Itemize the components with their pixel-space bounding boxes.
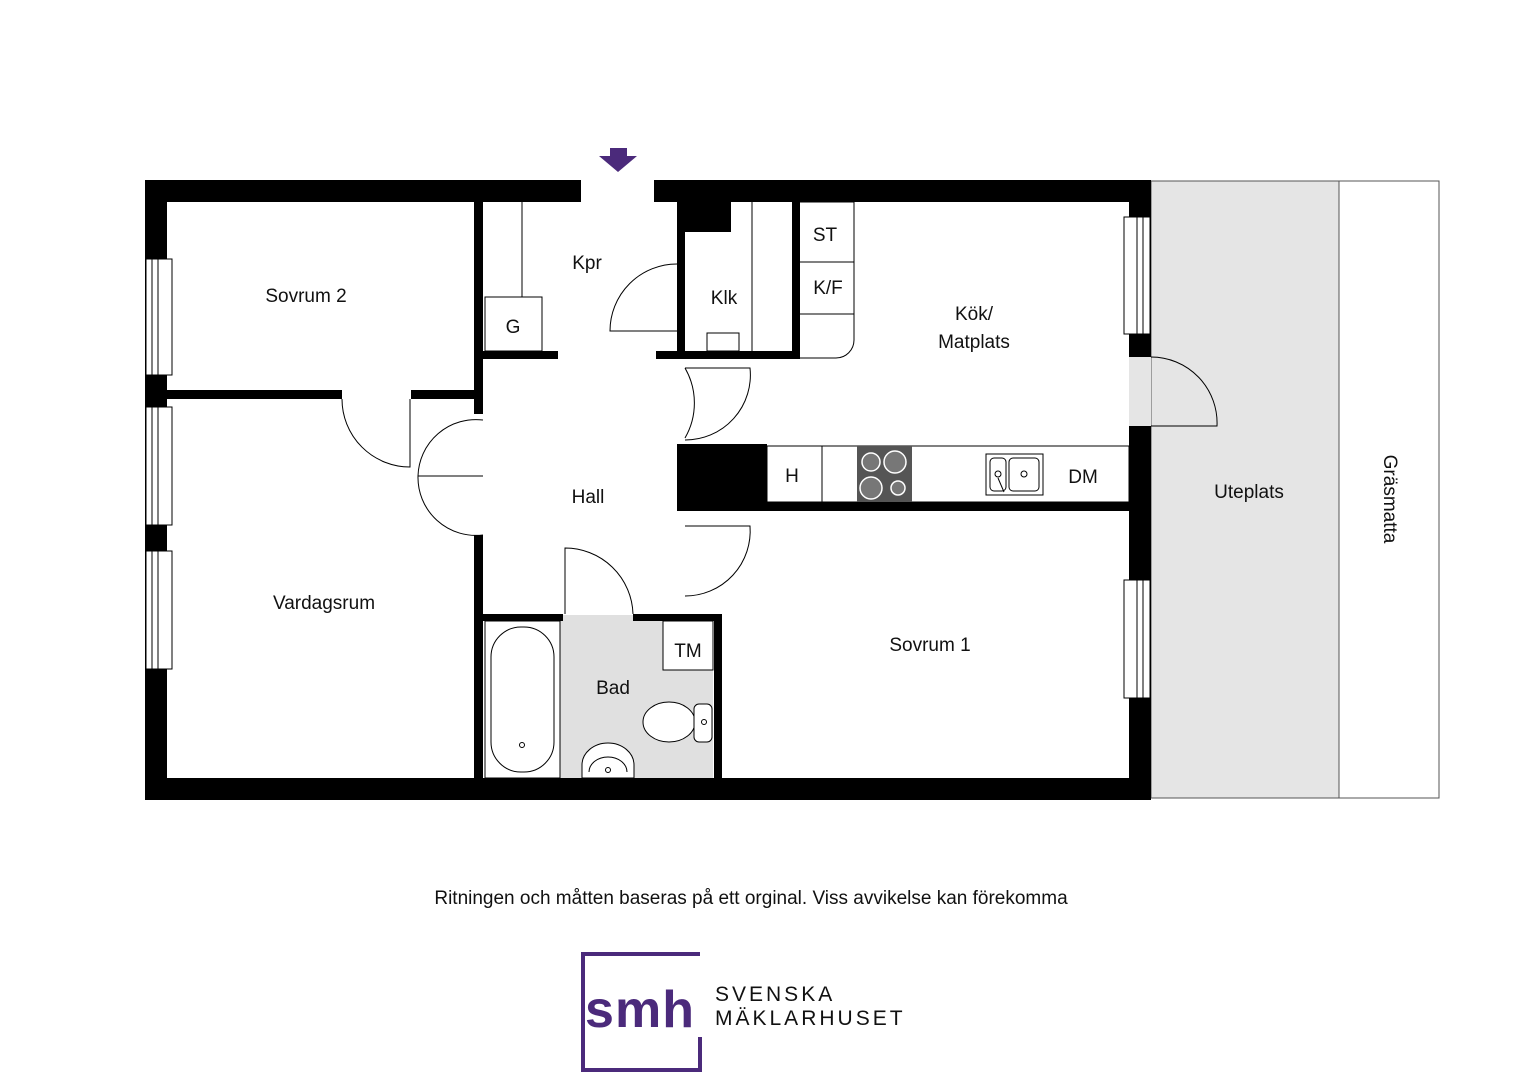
sink-icon — [985, 453, 1044, 496]
stove-icon — [857, 446, 912, 502]
room-label-bad: Bad — [596, 678, 630, 699]
area-label-grasmatta: Gräsmatta — [1379, 455, 1400, 544]
logo-line2: MÄKLARHUSET — [715, 1007, 906, 1030]
room-label-klk: Klk — [711, 288, 738, 309]
room-label-matplats: Matplats — [938, 332, 1010, 353]
disclaimer-text: Ritningen och måtten baseras på ett orgi… — [434, 888, 1068, 909]
room-label-st: ST — [813, 225, 838, 246]
room-label-kok: Kök/ — [955, 304, 994, 325]
interior-walls — [167, 202, 1129, 778]
bathtub-icon — [484, 620, 561, 779]
room-label-vardagsrum: Vardagsrum — [273, 593, 375, 614]
cabinet-lines — [484, 201, 855, 359]
right-windows — [1123, 216, 1151, 699]
logo-mark-text: smh — [585, 981, 695, 1039]
patio-door-opening — [1129, 357, 1151, 426]
toilet-icon — [642, 701, 713, 743]
logo-mark: smh — [581, 952, 702, 1072]
area-label-uteplats: Uteplats — [1214, 482, 1284, 503]
grasmatta-area — [1338, 180, 1440, 799]
patio-door-swing — [1150, 356, 1218, 427]
kitchen-counter — [766, 445, 1130, 503]
tm-box — [662, 620, 714, 671]
room-label-kf: K/F — [813, 278, 843, 299]
logo-line1: SVENSKA — [715, 983, 836, 1006]
room-label-sovrum1: Sovrum 1 — [889, 635, 970, 656]
room-label-dm: DM — [1068, 467, 1098, 488]
room-label-sovrum2: Sovrum 2 — [265, 286, 346, 307]
room-label-kpr: Kpr — [572, 253, 602, 274]
room-label-g: G — [506, 317, 521, 338]
washbasin-icon — [581, 742, 635, 779]
room-label-tm: TM — [674, 641, 701, 662]
left-windows — [145, 258, 173, 670]
door-swings — [341, 263, 751, 615]
brand-logo: smh SVENSKA MÄKLARHUSET — [580, 951, 920, 1073]
entrance-arrow-icon — [599, 148, 637, 172]
room-label-hall: Hall — [572, 487, 605, 508]
uteplats-area — [1150, 180, 1340, 799]
room-label-h: H — [785, 466, 799, 487]
